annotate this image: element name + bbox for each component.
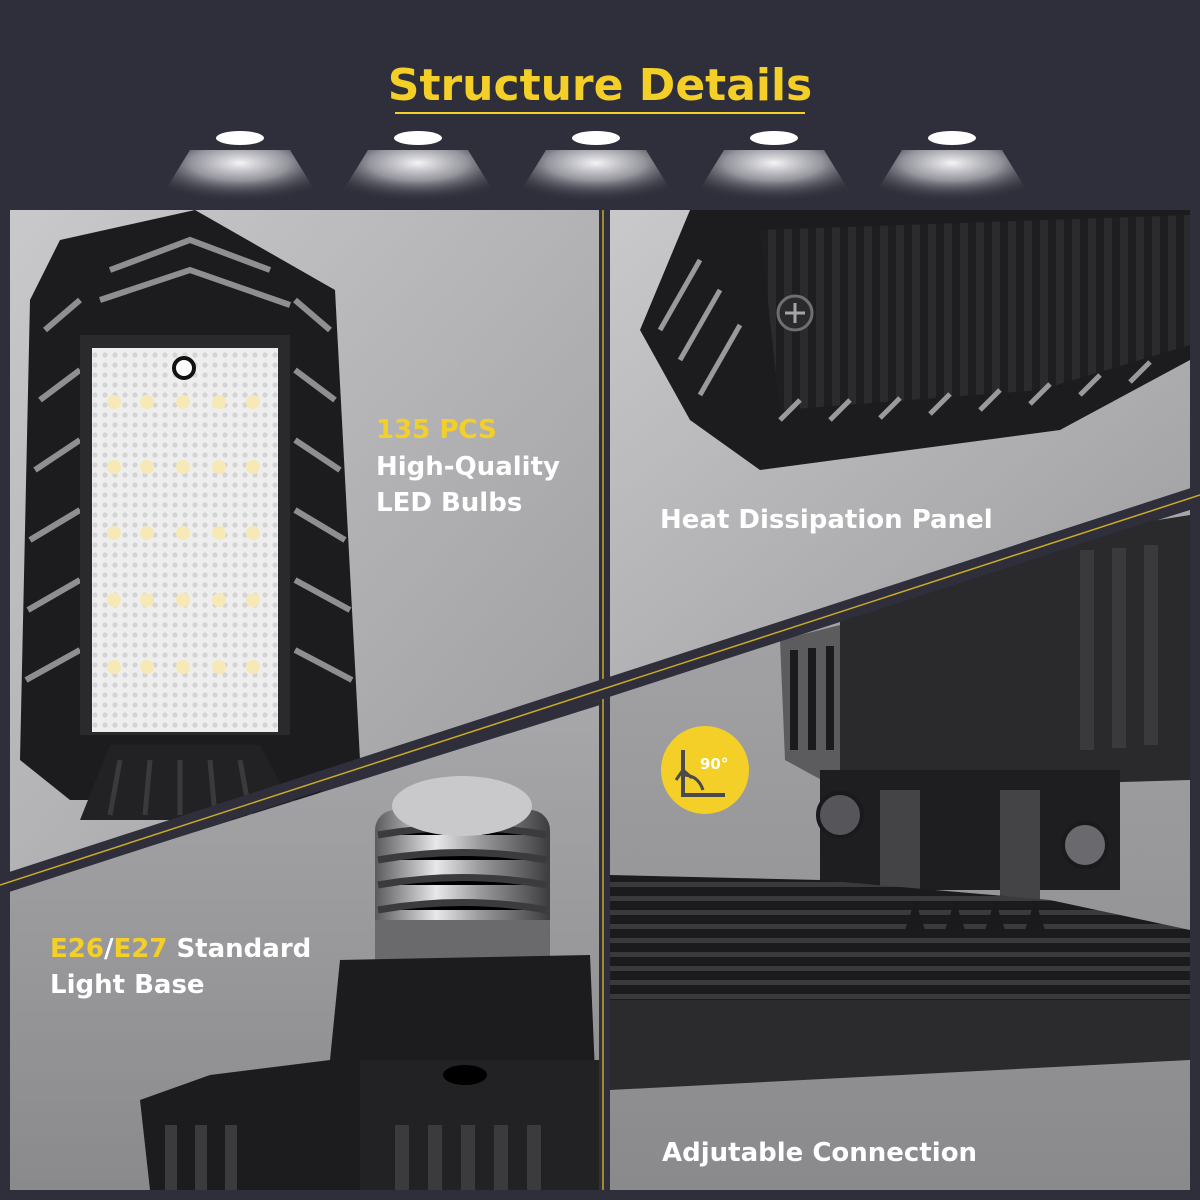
base-e27: E27 [113,934,167,964]
panel-led-bulbs: 135 PCS High-Quality LED Bulbs [10,210,600,880]
spotlights [150,131,1042,215]
base-line2: Light Base [50,970,205,1000]
screw-icon [776,294,814,332]
base-slash: / [104,934,114,964]
connection-label: Adjutable Connection [662,1138,977,1168]
page-title: Structure Details [388,60,813,111]
panel-dividers [0,210,1200,1190]
led-line1: High-Quality [376,452,560,482]
base-e26: E26 [50,934,104,964]
base-standard: Standard [167,934,311,964]
spotlight-icon [150,131,330,215]
panel-heat-dissipation: Heat Dissipation Panel [610,210,1190,680]
spotlight-icon [862,131,1042,215]
angle-badge-text: 90° [700,755,728,773]
angle-90-icon: 90° [661,726,749,814]
spotlight-icon [506,131,686,215]
spotlight-icon [684,131,864,215]
led-line2: LED Bulbs [376,488,522,518]
e27-socket [375,776,550,965]
spotlight-icon [328,131,508,215]
heat-label: Heat Dissipation Panel [660,505,993,535]
panel-light-base: E26/E27 Standard Light Base [10,705,600,1190]
led-count: 135 PCS [376,415,497,445]
panel-adjustable-connection: 90° Adjutable Connection [610,510,1190,1190]
lamp-front-panel [20,210,360,820]
base-line1: E26/E27 Standard [50,934,311,964]
